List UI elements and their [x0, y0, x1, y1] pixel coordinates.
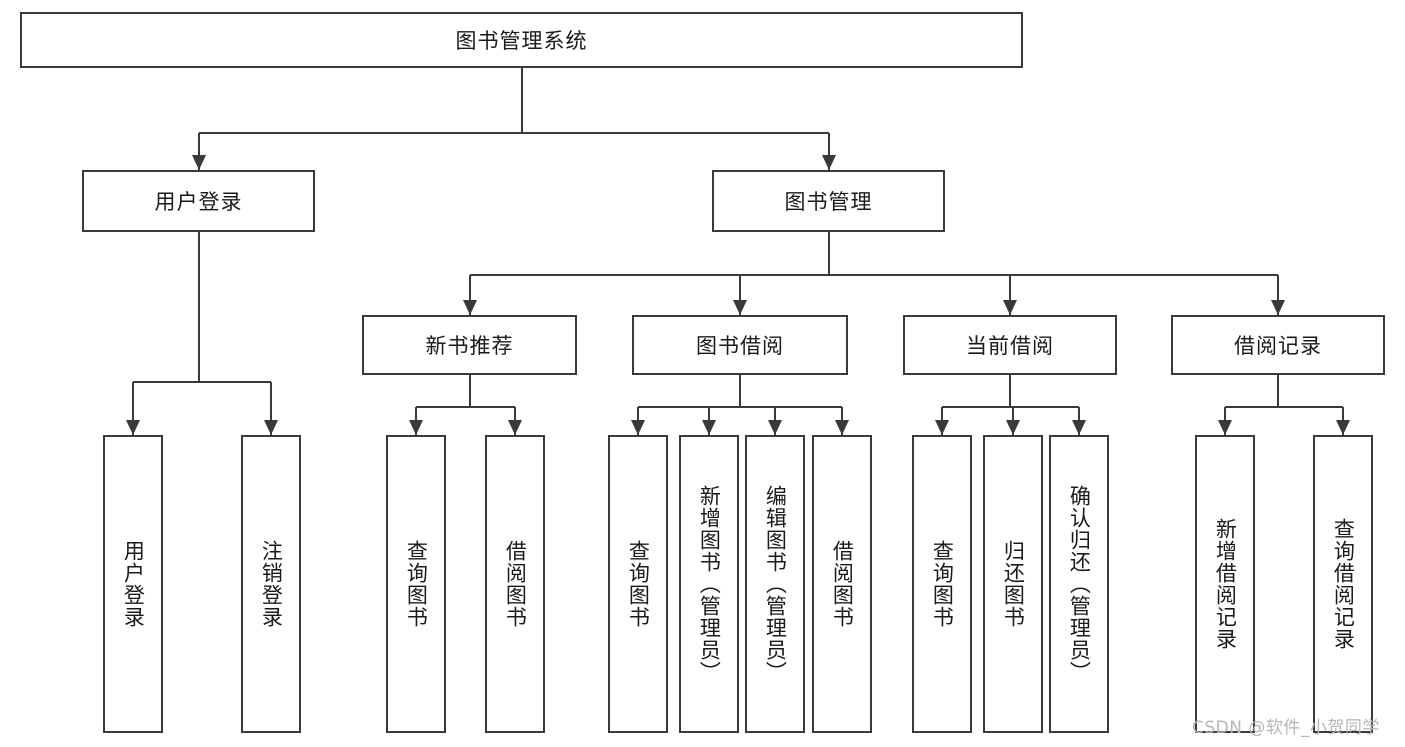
node-label: 编辑图书（管理员）	[763, 485, 788, 683]
connector-line	[1277, 375, 1279, 407]
connector-line	[416, 406, 515, 408]
arrow-head-icon	[768, 420, 782, 435]
arrow-head-icon	[1271, 300, 1285, 315]
connector-line	[942, 406, 1079, 408]
node-label: 查询图书	[930, 540, 955, 628]
node-label: 图书借阅	[696, 334, 784, 358]
node-label: 新增借阅记录	[1213, 518, 1238, 650]
node-leaf-query-book-1[interactable]: 查询图书	[386, 435, 446, 733]
connector-line	[638, 406, 842, 408]
arrow-head-icon	[733, 300, 747, 315]
connector-line	[197, 232, 200, 382]
node-leaf-borrow-book-2[interactable]: 借阅图书	[812, 435, 872, 733]
node-label: 图书管理	[784, 190, 873, 214]
node-leaf-user-logout[interactable]: 注销登录	[241, 435, 301, 733]
node-leaf-return-book[interactable]: 归还图书	[983, 435, 1043, 733]
arrow-head-icon	[702, 420, 716, 435]
arrow-head-icon	[821, 155, 836, 170]
node-current-borrow[interactable]: 当前借阅	[903, 315, 1117, 375]
node-label: 用户登录	[154, 190, 243, 214]
connector-line	[197, 133, 200, 170]
arrow-head-icon	[1218, 420, 1232, 435]
node-new-book-rec[interactable]: 新书推荐	[362, 315, 577, 375]
node-user-login[interactable]: 用户登录	[82, 170, 315, 232]
connector-line	[133, 381, 271, 383]
node-label: 新增图书（管理员）	[697, 485, 722, 683]
node-label: 确认归还（管理员）	[1067, 485, 1092, 683]
node-label: 注销登录	[259, 540, 284, 628]
arrow-head-icon	[191, 155, 206, 170]
node-leaf-add-book[interactable]: 新增图书（管理员）	[679, 435, 739, 733]
connector-line	[739, 275, 741, 315]
node-label: 当前借阅	[966, 334, 1054, 358]
node-label: 借阅记录	[1234, 334, 1322, 358]
connector-line	[198, 132, 829, 134]
connector-line	[520, 68, 523, 133]
arrow-head-icon	[1003, 300, 1017, 315]
connector-line	[468, 275, 471, 315]
arrow-head-icon	[409, 420, 423, 435]
node-label: 借阅图书	[503, 540, 528, 628]
arrow-head-icon	[264, 420, 278, 435]
connector-line	[1009, 375, 1011, 407]
node-book-borrow[interactable]: 图书借阅	[632, 315, 848, 375]
arrow-head-icon	[1336, 420, 1350, 435]
node-borrow-record[interactable]: 借阅记录	[1171, 315, 1385, 375]
arrow-head-icon	[126, 420, 140, 435]
arrow-head-icon	[631, 420, 645, 435]
connector-line	[827, 232, 830, 275]
node-label: 新书推荐	[425, 334, 514, 358]
connector-line	[270, 382, 272, 435]
node-label: 查询借阅记录	[1331, 518, 1356, 650]
node-leaf-add-record[interactable]: 新增借阅记录	[1195, 435, 1255, 733]
connector-line	[469, 274, 1278, 276]
node-leaf-borrow-book-1[interactable]: 借阅图书	[485, 435, 545, 733]
connector-line	[132, 382, 134, 435]
csdn-watermark: CSDN @软件_小贺同学	[1192, 718, 1380, 738]
node-root[interactable]: 图书管理系统	[20, 12, 1023, 68]
node-leaf-query-book-3[interactable]: 查询图书	[912, 435, 972, 733]
node-label: 图书管理系统	[455, 29, 588, 53]
connector-line	[468, 375, 471, 407]
arrow-head-icon	[1072, 420, 1086, 435]
node-leaf-query-book-2[interactable]: 查询图书	[608, 435, 668, 733]
node-label: 查询图书	[626, 540, 651, 628]
connector-line	[1225, 406, 1343, 408]
node-label: 归还图书	[1001, 540, 1026, 628]
node-label: 借阅图书	[830, 540, 855, 628]
connector-line	[1009, 275, 1011, 315]
node-leaf-edit-book[interactable]: 编辑图书（管理员）	[745, 435, 805, 733]
arrow-head-icon	[1006, 420, 1020, 435]
arrow-head-icon	[462, 300, 477, 315]
node-leaf-user-login[interactable]: 用户登录	[103, 435, 163, 733]
node-leaf-confirm-return[interactable]: 确认归还（管理员）	[1049, 435, 1109, 733]
arrow-head-icon	[935, 420, 949, 435]
node-label: 用户登录	[121, 540, 146, 628]
node-leaf-query-record[interactable]: 查询借阅记录	[1313, 435, 1373, 733]
connector-line	[1277, 275, 1279, 315]
node-label: 查询图书	[404, 540, 429, 628]
connector-line	[739, 375, 741, 407]
connector-line	[827, 133, 830, 170]
arrow-head-icon	[835, 420, 849, 435]
node-book-manage[interactable]: 图书管理	[712, 170, 945, 232]
arrow-head-icon	[508, 420, 522, 435]
